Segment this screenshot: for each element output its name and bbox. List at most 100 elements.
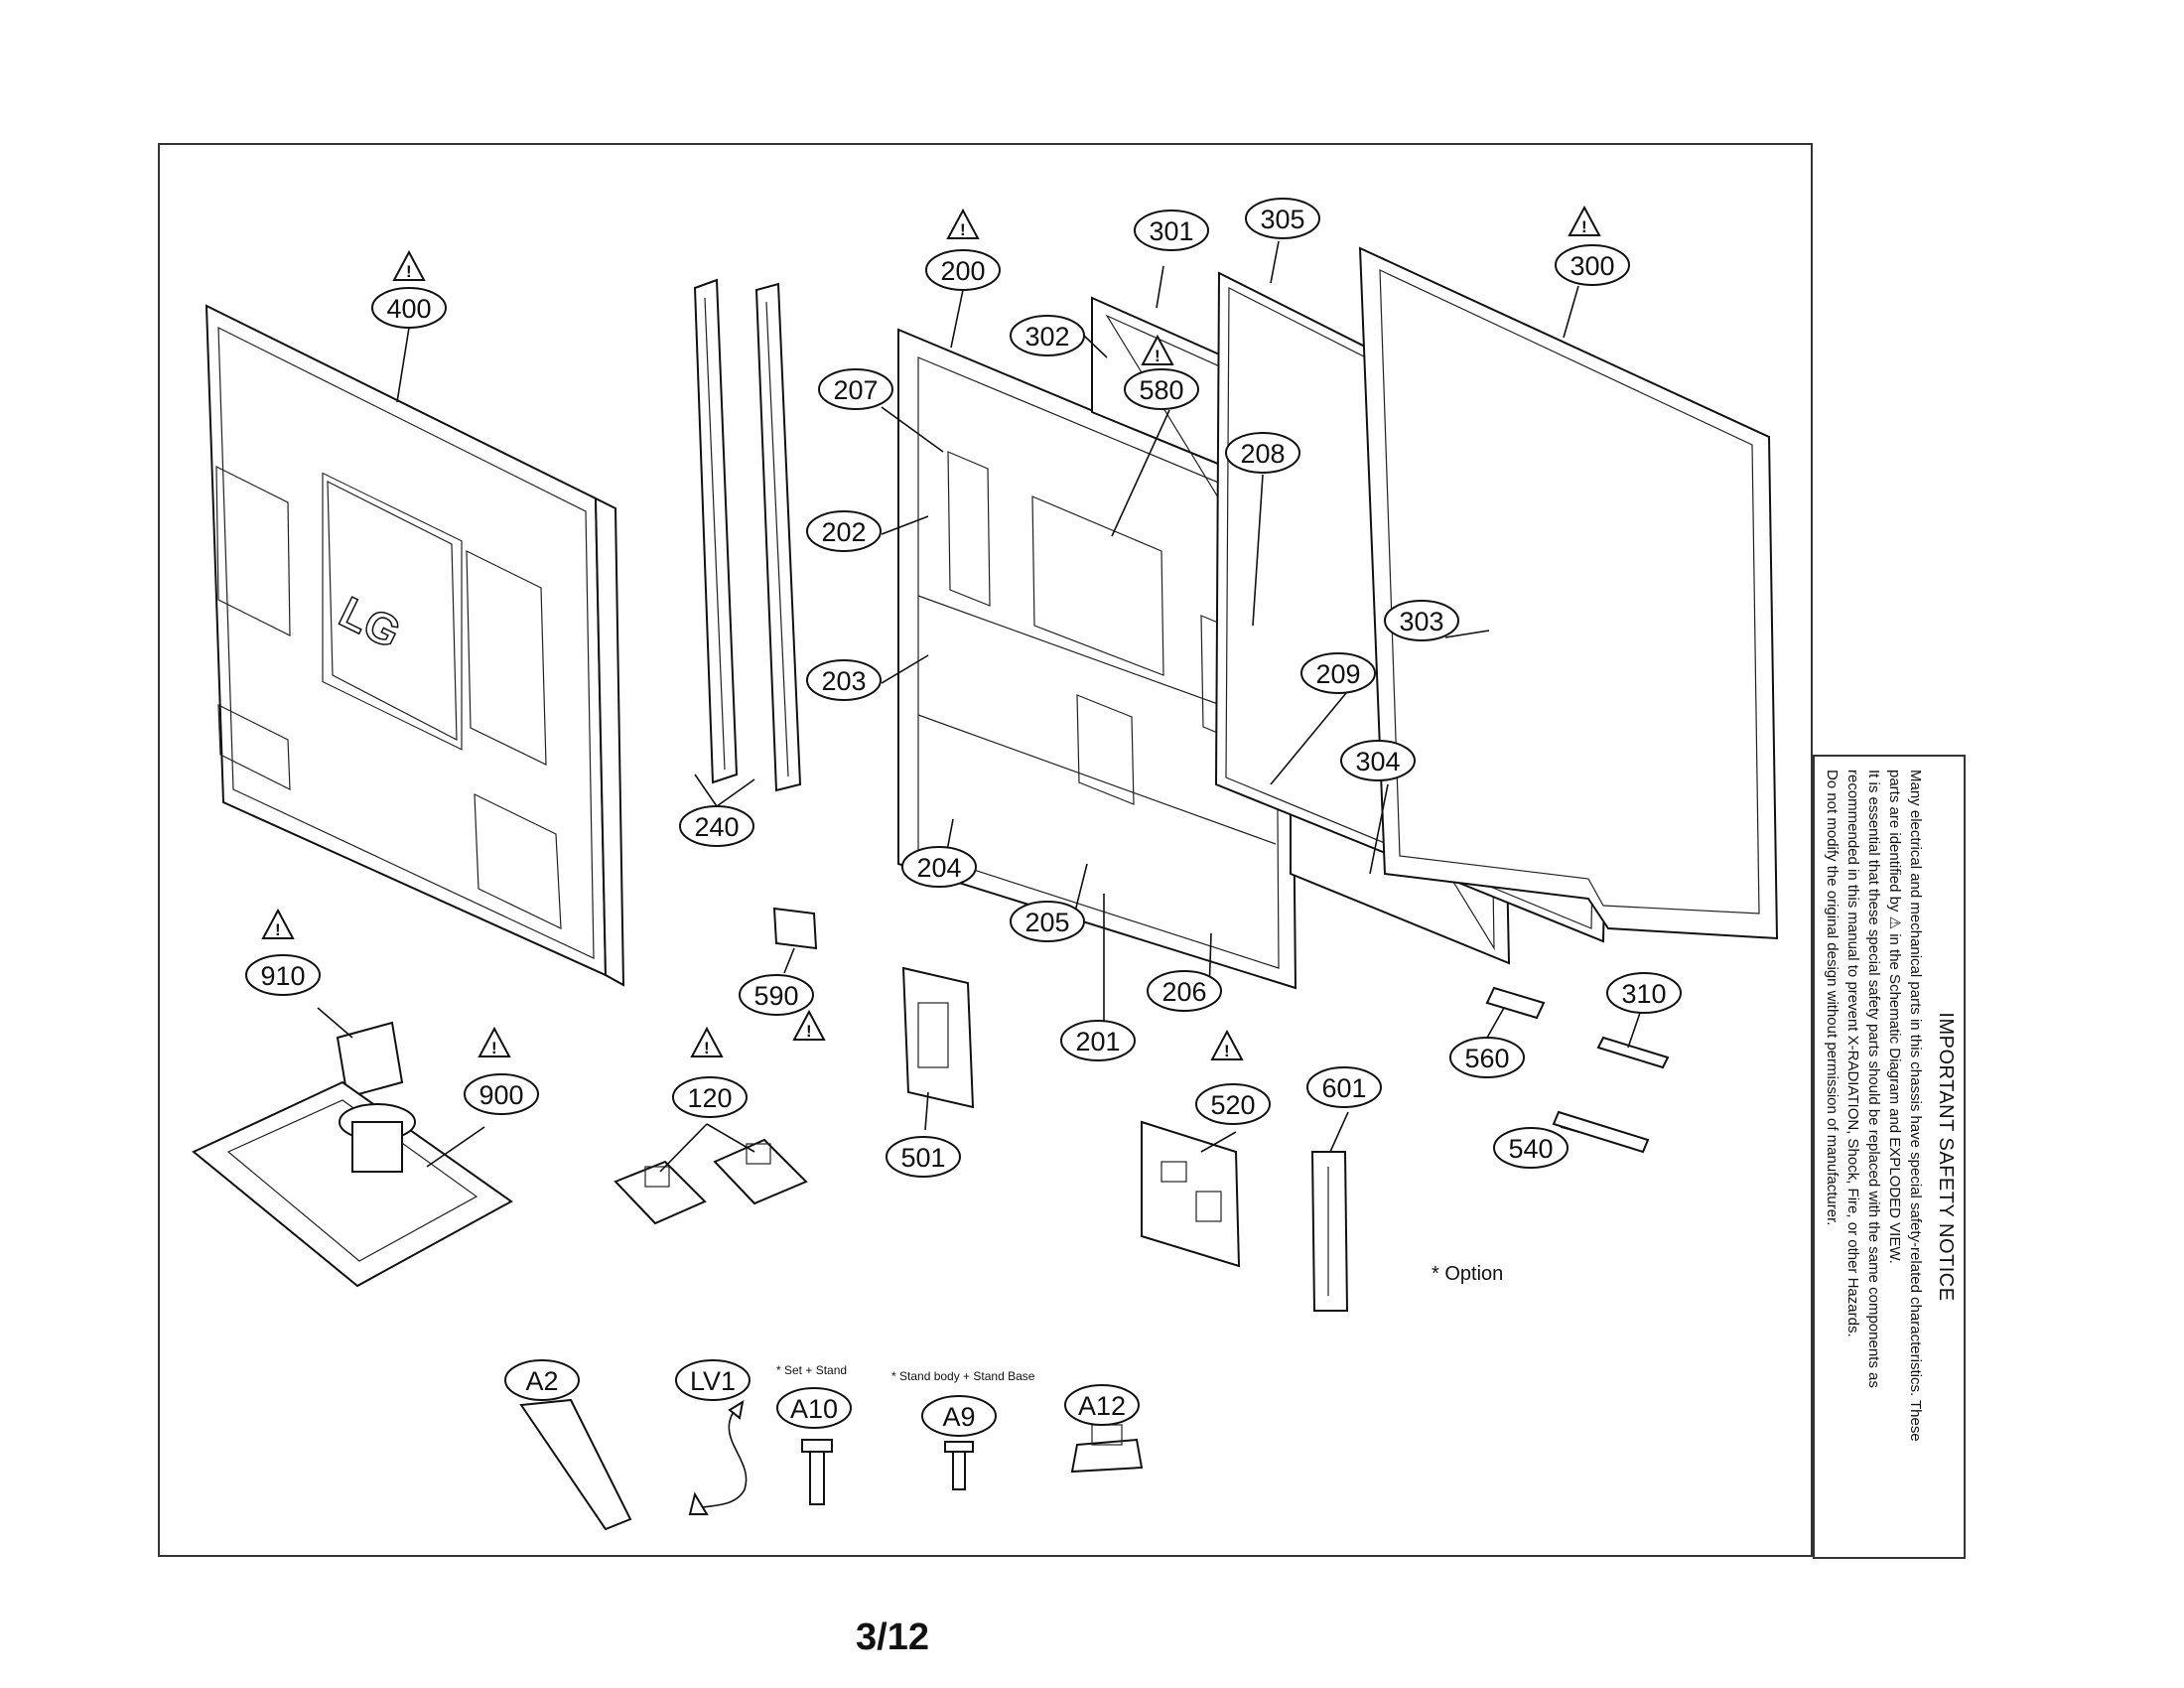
part-590-component [772,907,818,950]
warning-icon-590: ! [792,1009,826,1041]
svg-text:A10: A10 [790,1394,838,1424]
svg-text:208: 208 [1240,439,1285,469]
callout-400: 400 [371,287,447,329]
svg-text:!: ! [1581,217,1587,236]
callout-203: 203 [806,659,882,701]
callout-501: 501 [886,1136,961,1178]
svg-text:305: 305 [1260,205,1304,234]
part-a12-clip [1070,1424,1144,1474]
svg-text:A2: A2 [525,1366,558,1396]
svg-text:!: ! [1224,1042,1230,1060]
leader-lines [317,240,1641,1173]
callout-240: 240 [679,805,754,847]
svg-text:A9: A9 [942,1402,975,1432]
part-side-brackets [693,278,802,792]
callout-A9: A9 [921,1395,997,1437]
svg-text:300: 300 [1570,251,1614,281]
part-lv1-cable [688,1399,748,1515]
callout-302: 302 [1010,315,1085,356]
svg-text:580: 580 [1139,375,1183,405]
svg-text:205: 205 [1024,908,1069,937]
svg-text:540: 540 [1508,1134,1553,1164]
part-a2-cover [519,1398,632,1531]
svg-text:910: 910 [260,961,305,991]
svg-text:501: 501 [900,1143,945,1173]
svg-text:400: 400 [386,294,431,324]
svg-text:!: ! [806,1022,812,1041]
callout-207: 207 [818,368,893,410]
svg-text:207: 207 [833,375,878,405]
warning-icon-400: ! [392,249,426,281]
callout-205: 205 [1010,901,1085,942]
svg-text:601: 601 [1321,1073,1366,1103]
callout-910: 910 [245,954,321,996]
callout-A10: A10 [776,1387,852,1429]
svg-text:301: 301 [1149,216,1193,246]
safety-notice-line: Do not modify the original design withou… [1824,770,1841,1226]
svg-text:310: 310 [1621,979,1666,1009]
part-back-cover: LG [205,304,625,987]
safety-notice-panel: IMPORTANT SAFETY NOTICE Many electrical … [1813,755,1966,1559]
callout-300: 300 [1555,244,1630,286]
warning-icon-910: ! [261,908,295,939]
svg-text:201: 201 [1075,1027,1120,1056]
callout-120: 120 [672,1076,748,1118]
note-option: * Option [1432,1263,1503,1285]
svg-text:560: 560 [1464,1044,1509,1073]
svg-text:204: 204 [916,853,961,883]
part-601-module [1310,1151,1349,1312]
callout-301: 301 [1134,210,1209,251]
callout-202: 202 [806,510,882,552]
warning-icon-300: ! [1568,205,1601,236]
part-speakers [614,1138,808,1225]
warning-icon-120: ! [690,1026,724,1057]
callout-A2: A2 [504,1359,580,1401]
safety-notice-line: recommended in this manual to prevent X-… [1844,770,1861,1337]
safety-notice-title: IMPORTANT SAFETY NOTICE [1935,1012,1957,1302]
part-front-cabinet [1358,246,1779,940]
svg-text:A12: A12 [1078,1391,1126,1421]
warning-icon-900: ! [478,1026,511,1057]
svg-text:!: ! [275,920,281,939]
svg-text:!: ! [704,1039,710,1057]
callout-304: 304 [1340,740,1416,781]
callout-208: 208 [1225,432,1300,474]
callout-310: 310 [1606,972,1682,1014]
part-a10-screw [801,1439,833,1505]
warning-icon-200: ! [946,208,980,239]
svg-text:203: 203 [821,666,866,696]
callout-560: 560 [1449,1037,1525,1078]
callout-520: 520 [1195,1083,1271,1125]
svg-text:209: 209 [1315,659,1360,689]
svg-text:!: ! [491,1039,497,1057]
safety-notice-line: It is essential that these special safet… [1865,770,1882,1388]
callout-206: 206 [1147,970,1222,1012]
svg-text:303: 303 [1399,607,1443,636]
safety-notice-line: Many electrical and mechanical parts in … [1907,770,1924,1442]
callout-209: 209 [1300,652,1376,694]
part-520-board [1141,1120,1241,1268]
svg-text:!: ! [1155,347,1160,365]
svg-text:120: 120 [687,1083,732,1113]
callout-580: 580 [1124,368,1199,410]
callout-A12: A12 [1064,1384,1140,1426]
svg-text:304: 304 [1355,747,1400,776]
callout-201: 201 [1060,1020,1136,1061]
callout-305: 305 [1245,198,1320,239]
svg-text:200: 200 [940,256,985,286]
callout-LV1: LV1 [675,1359,751,1401]
note-set-stand: * Set + Stand [776,1363,847,1377]
callout-204: 204 [901,846,977,888]
callout-601: 601 [1306,1066,1382,1108]
svg-text:590: 590 [753,981,798,1011]
svg-text:240: 240 [694,812,739,842]
svg-text:302: 302 [1024,322,1069,352]
svg-text:!: ! [960,220,966,239]
callout-200: 200 [925,249,1001,291]
svg-text:520: 520 [1210,1090,1255,1120]
diagram-frame [158,143,1813,1557]
safety-notice-line: parts are identified by ⚠ in the Schemat… [1886,770,1903,1264]
callout-900: 900 [464,1073,539,1115]
callout-590: 590 [739,974,814,1016]
